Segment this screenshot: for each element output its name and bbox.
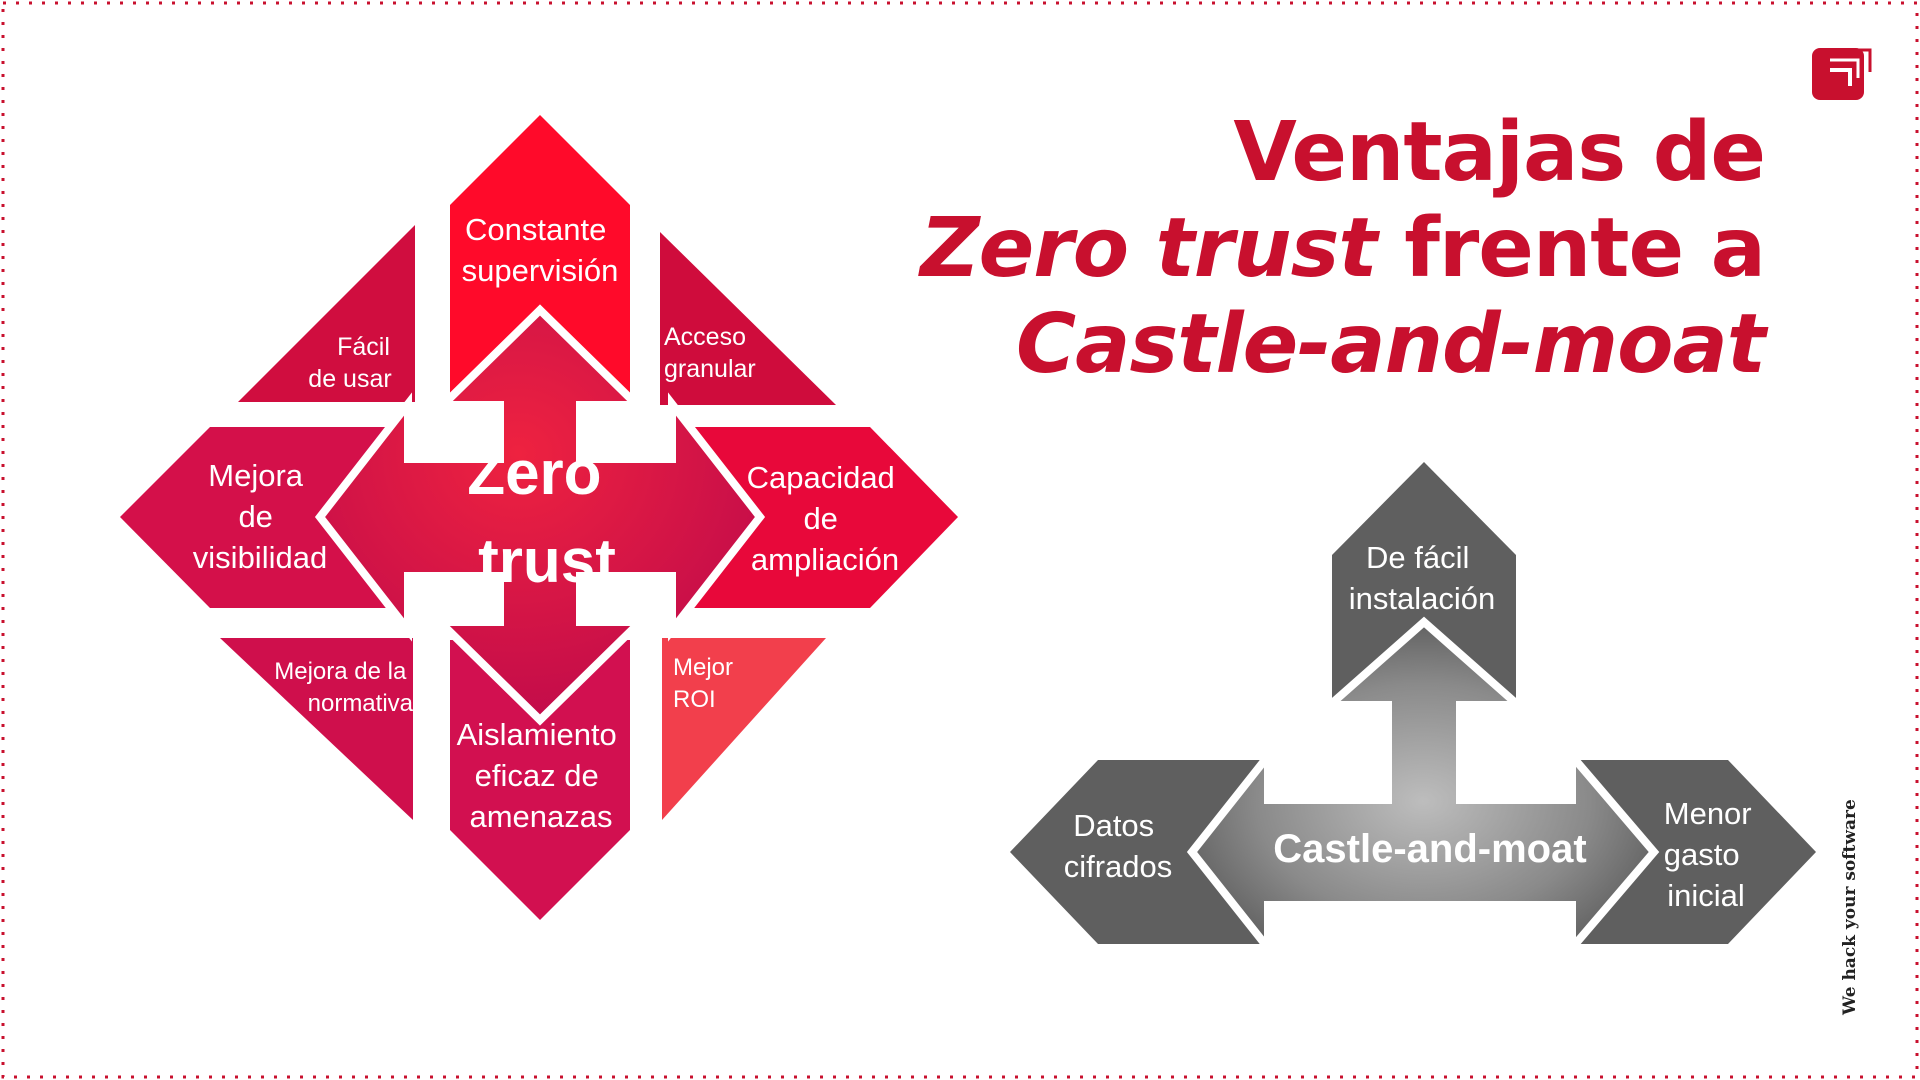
cm-right-label: Menor gasto inicial	[1664, 796, 1761, 913]
zt-left-label: Mejora de visibilidad	[193, 458, 327, 575]
title-line-2: Zero trust frente a	[865, 201, 1766, 297]
zt-bottom-label: Aislamiento eficaz de amenazas	[457, 717, 626, 834]
cm-center-t-arrow	[1186, 616, 1660, 960]
cm-top-label: De fácil instalación	[1349, 540, 1495, 616]
title-line-1: Ventajas de	[1233, 105, 1766, 200]
zt-top-arrow-shape	[450, 115, 630, 395]
zt-bottom-arrow-shape	[450, 640, 630, 920]
zt-bottom-left-triangle	[220, 638, 413, 820]
cm-right-arrow-shape	[1572, 760, 1816, 944]
zt-center-cross-arrow	[314, 304, 766, 726]
title-line-3: Castle-and-moat	[865, 297, 1766, 393]
cm-center-label: Castle-and-moat	[1273, 827, 1586, 871]
zero-trust-diagram: Zero trust Constante supervisión Fácil d…	[120, 115, 958, 920]
zt-bottom-left-label: Mejora de la normativa	[274, 658, 413, 717]
zt-top-label: Constante supervisión	[462, 212, 619, 288]
cm-top-arrow-shape	[1332, 462, 1516, 700]
zt-right-arrow-shape	[680, 427, 958, 608]
zt-bottom-right-label: Mejor ROI	[673, 654, 740, 713]
zt-bottom-right-triangle	[662, 638, 826, 820]
zt-top-left-label: Fácil de usar	[308, 333, 397, 393]
title-frente-a: frente a	[1376, 201, 1766, 296]
zt-center-label: Zero trust	[467, 439, 619, 596]
brand-logo-icon	[1812, 48, 1872, 100]
cm-left-arrow-shape	[1010, 760, 1270, 944]
title-castle-and-moat: Castle-and-moat	[1015, 297, 1766, 392]
zt-top-right-label: Acceso granular	[664, 323, 756, 383]
zt-right-label: Capacidad de ampliación	[747, 460, 904, 577]
zt-top-left-triangle	[238, 225, 415, 402]
zt-top-right-triangle	[660, 232, 836, 405]
cm-left-label: Datos cifrados	[1064, 808, 1173, 884]
castle-and-moat-diagram: Castle-and-moat De fácil instalación Dat…	[1010, 462, 1816, 960]
title-zero-trust: Zero trust	[920, 201, 1377, 296]
zt-left-arrow-shape	[120, 427, 400, 608]
page-title: Ventajas de Zero trust frente a Castle-a…	[865, 105, 1766, 393]
tagline: We hack your software	[1840, 799, 1860, 1015]
